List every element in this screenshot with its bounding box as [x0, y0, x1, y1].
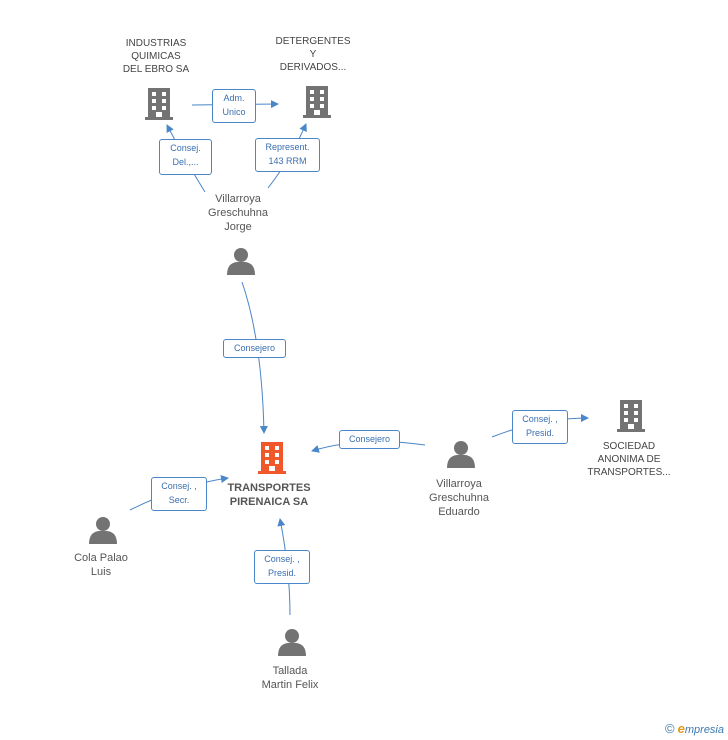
relation-label-consejero-eduardo[interactable]: Consejero — [339, 430, 400, 449]
copyright-icon: © — [664, 721, 675, 736]
node-label-tallada[interactable]: Tallada Martin Felix — [261, 665, 319, 691]
building-icon — [145, 88, 173, 120]
node-label-cola-palao[interactable]: Cola Palao Luis — [74, 552, 128, 578]
node-label-villarroya-eduardo[interactable]: Villarroya Greschuhna Eduardo — [429, 478, 489, 518]
relation-label-adm-unico[interactable]: Adm. Unico — [212, 89, 256, 123]
relation-label-consej-presid-sociedad[interactable]: Consej. , Presid. — [512, 410, 568, 444]
node-label-transportes[interactable]: TRANSPORTES PIRENAICA SA — [227, 482, 311, 508]
building-icon — [617, 400, 645, 432]
brand-name: mpresia — [684, 724, 724, 736]
building-icon — [303, 86, 331, 118]
building-icon-main — [258, 442, 286, 474]
footer-brand[interactable]: © empresia — [665, 721, 724, 736]
person-icon — [227, 248, 255, 275]
relation-label-consej-del[interactable]: Consej. Del.,... — [159, 139, 212, 175]
person-icon — [89, 517, 117, 544]
person-icon — [278, 629, 306, 656]
relation-label-consejero-jorge[interactable]: Consejero — [223, 339, 286, 358]
node-label-detergentes[interactable]: DETERGENTES Y DERIVADOS... — [275, 36, 351, 73]
person-icon — [447, 441, 475, 468]
node-label-industrias[interactable]: INDUSTRIAS QUIMICAS DEL EBRO SA — [122, 38, 190, 75]
node-label-villarroya-jorge[interactable]: Villarroya Greschuhna Jorge — [208, 193, 268, 233]
node-label-sociedad[interactable]: SOCIEDAD ANONIMA DE TRANSPORTES... — [587, 441, 671, 478]
brand-logo-letter: e — [677, 721, 685, 736]
relation-label-represent[interactable]: Represent. 143 RRM — [255, 138, 320, 172]
relation-label-consej-presid-tallada[interactable]: Consej. , Presid. — [254, 550, 310, 584]
relation-label-consej-secr[interactable]: Consej. , Secr. — [151, 477, 207, 511]
